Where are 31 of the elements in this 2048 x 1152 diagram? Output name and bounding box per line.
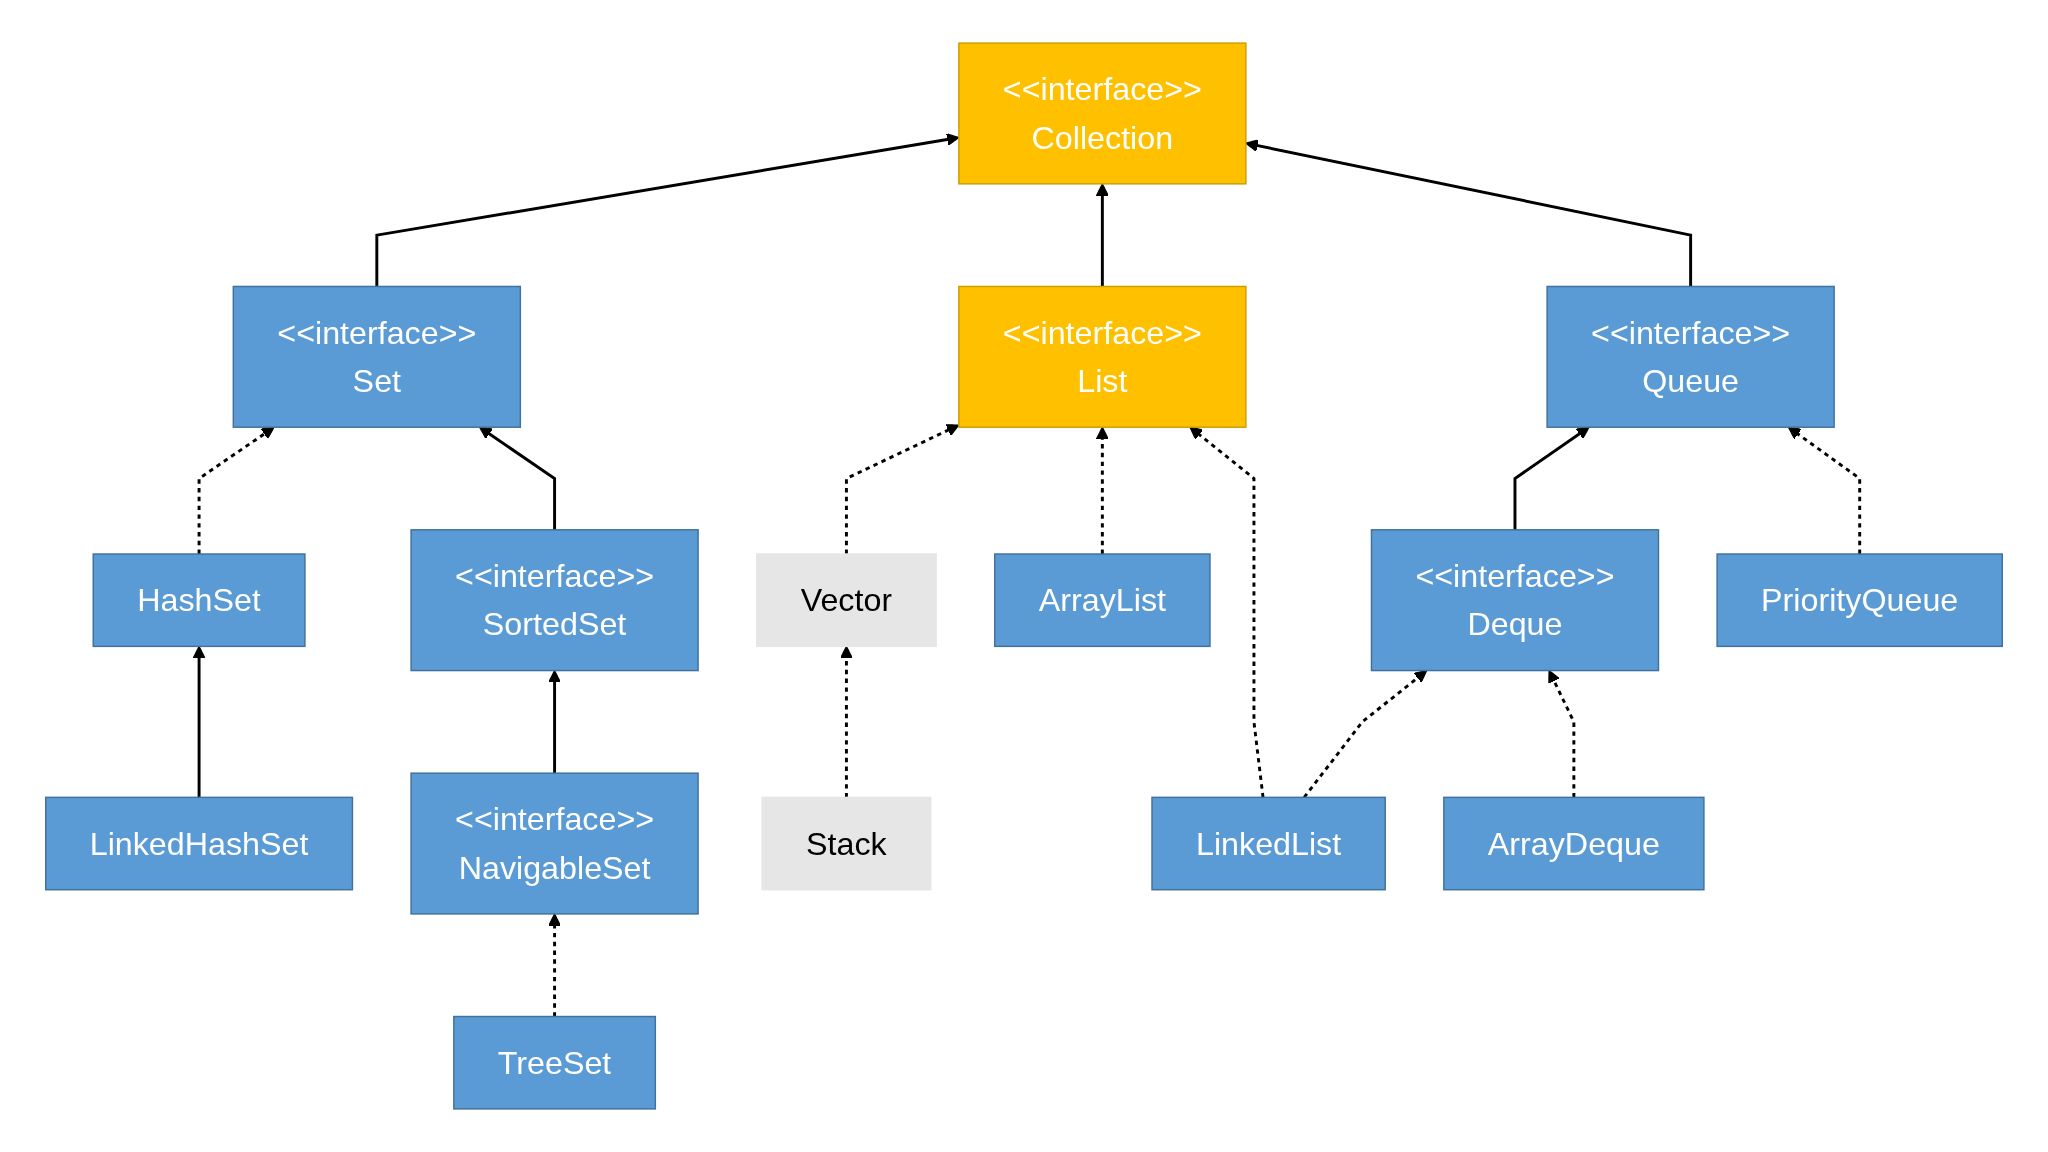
node-box: <<interface>> Collection <box>958 42 1247 185</box>
node-box: ArrayList <box>994 553 1211 648</box>
arrow <box>1095 426 1109 554</box>
node-box: Stack <box>761 796 932 891</box>
node-box: TreeSet <box>453 1015 657 1110</box>
node-box: <<interface>> Deque <box>1370 529 1660 672</box>
arrow <box>844 424 960 554</box>
node-box: <<interface>> Queue <box>1546 285 1835 428</box>
node-box: HashSet <box>92 553 306 648</box>
arrow <box>548 913 562 1017</box>
arrow <box>1513 426 1590 530</box>
arrow <box>1095 183 1109 287</box>
node-box: <<interface>> SortedSet <box>410 529 699 672</box>
arrow <box>1787 426 1862 554</box>
node-box: <<interface>> NavigableSet <box>410 772 699 915</box>
arrow <box>479 426 557 530</box>
arrow <box>1548 669 1576 798</box>
node-box: <<interface>> List <box>958 285 1247 428</box>
node-box: ArrayDeque <box>1443 796 1705 891</box>
arrow <box>1303 669 1428 799</box>
node-box: Vector <box>756 553 937 648</box>
arrow <box>1245 139 1693 287</box>
arrow <box>197 426 275 554</box>
node-box: LinkedHashSet <box>45 796 354 891</box>
node-box: LinkedList <box>1151 796 1386 891</box>
arrow <box>192 645 206 798</box>
arrow <box>1189 426 1265 798</box>
arrow <box>839 645 853 798</box>
arrow <box>548 669 562 774</box>
node-box: <<interface>> Set <box>232 285 522 428</box>
node-box: PriorityQueue <box>1716 553 2003 648</box>
